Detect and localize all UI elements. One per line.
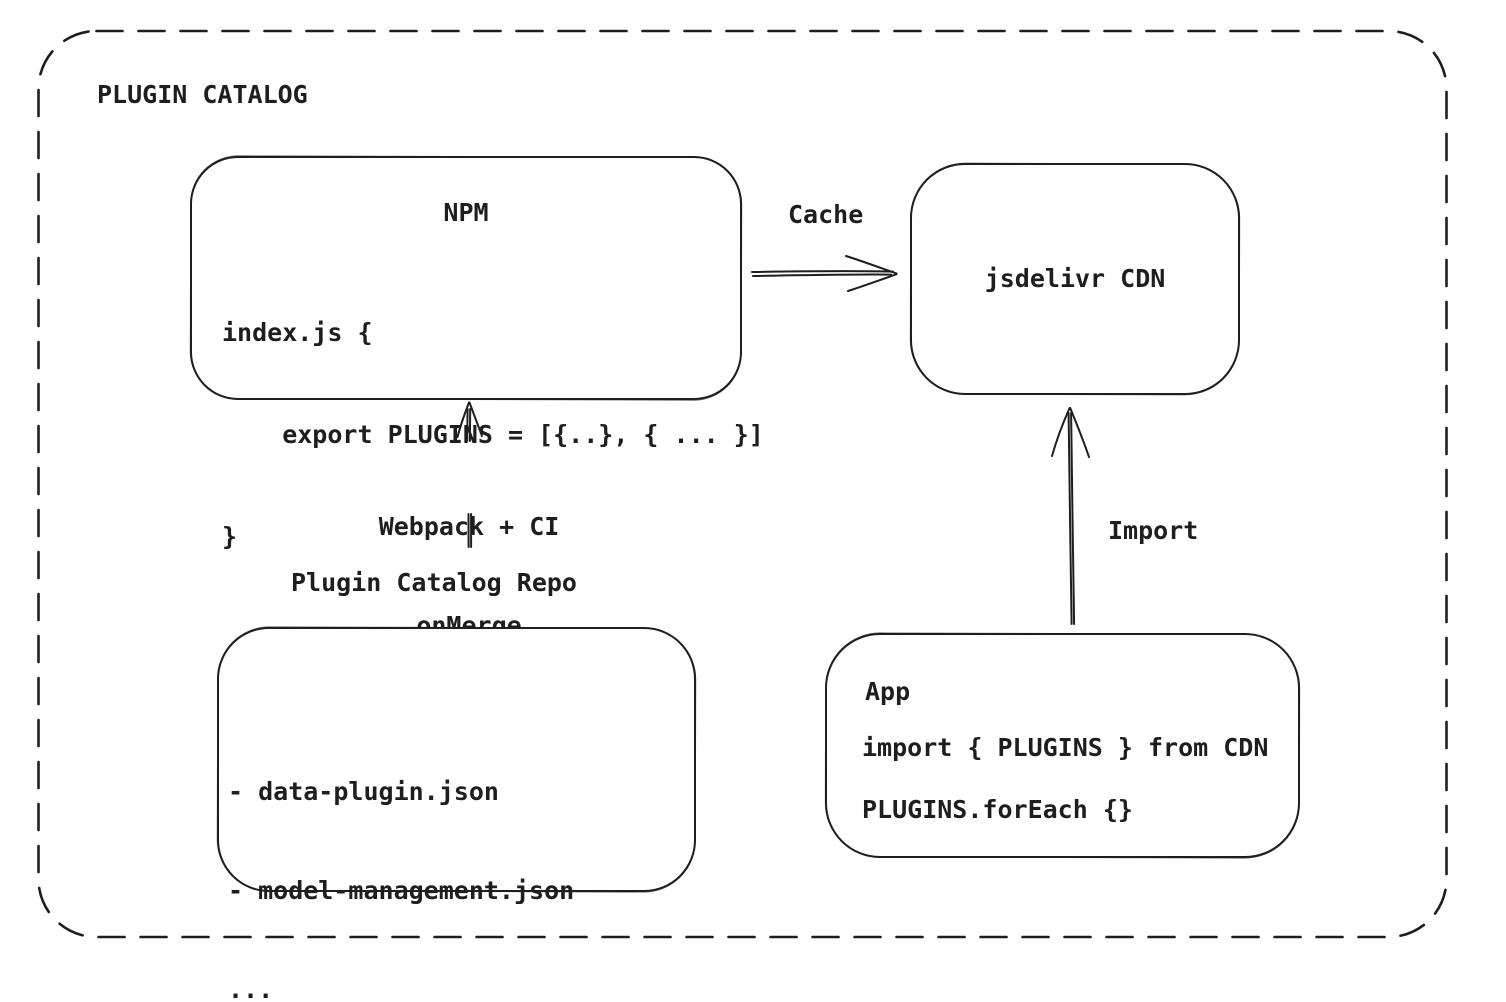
import-edge-label: Import: [1108, 516, 1199, 545]
repo-file-item: - data-plugin.json: [228, 777, 499, 806]
repo-file-list: - data-plugin.json - model-management.js…: [228, 709, 574, 1002]
repo-node-title: Plugin Catalog Repo: [291, 568, 577, 597]
app-node-title: App: [865, 677, 911, 706]
build-edge-label-line1: Webpack + CI: [378, 512, 560, 541]
app-code-line: import { PLUGINS } from CDN: [862, 733, 1269, 762]
cdn-node-title: jsdelivr CDN: [984, 264, 1166, 293]
node-plugin-catalog-repo: - data-plugin.json - model-management.js…: [217, 627, 696, 1002]
npm-node-title: NPM: [443, 198, 489, 227]
node-npm: NPM index.js { export PLUGINS = [{..}, {…: [190, 156, 764, 551]
app-code-line: PLUGINS.forEach {}: [862, 795, 1133, 824]
cache-edge-label: Cache: [788, 200, 864, 229]
import-arrow: [1051, 407, 1090, 625]
npm-code-line: }: [222, 522, 238, 551]
diagram-title: PLUGIN CATALOG: [97, 80, 308, 109]
repo-file-item: - model-management.json: [228, 876, 575, 905]
repo-file-item: ...: [228, 975, 274, 1002]
npm-code-block: index.js { export PLUGINS = [{..}, { ...…: [222, 248, 764, 622]
node-jsdelivr-cdn: jsdelivr CDN: [910, 163, 1240, 395]
cache-arrow: [751, 255, 898, 292]
npm-code-line: export PLUGINS = [{..}, { ... }]: [222, 420, 764, 449]
node-app: App import { PLUGINS } from CDN PLUGINS.…: [825, 633, 1300, 858]
npm-code-line: index.js {: [222, 318, 373, 347]
